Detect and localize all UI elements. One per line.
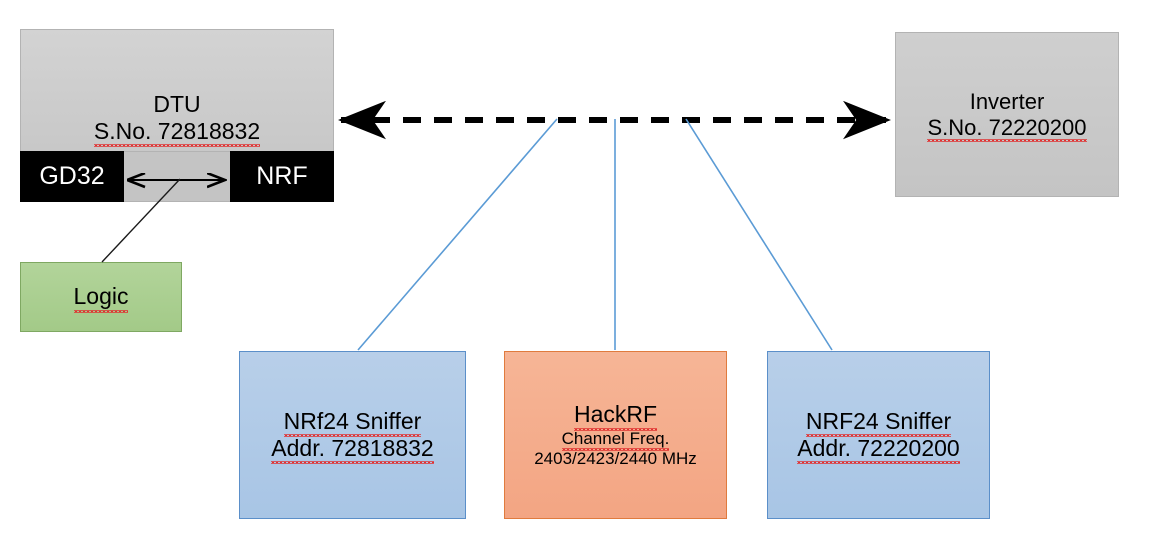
- gd32-chip-label: GD32: [39, 162, 105, 190]
- dtu-box[interactable]: DTU S.No. 72818832: [20, 29, 334, 152]
- sniffer-left-address-text: Addr. 72818832: [271, 435, 435, 465]
- sniffer-left-title: NRf24 Sniffer: [283, 407, 422, 438]
- inverter-box[interactable]: Inverter S.No. 72220200: [895, 32, 1119, 197]
- inverter-serial-text: S.No. 72220200: [927, 114, 1087, 143]
- sniffer-left-address: Addr. 72818832: [271, 435, 435, 465]
- nrf-chip[interactable]: NRF: [230, 151, 334, 202]
- sniffer-left-tap-line: [357, 118, 558, 351]
- logic-analyzer-box[interactable]: Logic: [20, 262, 182, 332]
- hackrf-box[interactable]: HackRF Channel Freq. 2403/2423/2440 MHz: [504, 351, 727, 519]
- sniffer-left-title-text: NRf24 Sniffer: [283, 407, 422, 438]
- inverter-title: Inverter: [969, 88, 1045, 114]
- dtu-serial: S.No. 72818832: [93, 117, 261, 148]
- nrf24-sniffer-right-box[interactable]: NRF24 Sniffer Addr. 72220200: [767, 351, 990, 519]
- dtu-title: DTU: [153, 90, 201, 117]
- sniffer-right-address-text: Addr. 72220200: [797, 435, 961, 465]
- sniffer-right-title-text: NRF24 Sniffer: [805, 407, 952, 438]
- nrf24-sniffer-left-box[interactable]: NRf24 Sniffer Addr. 72818832: [239, 351, 466, 519]
- inverter-serial: S.No. 72220200: [927, 114, 1087, 143]
- gd32-chip[interactable]: GD32: [20, 151, 124, 202]
- sniffer-right-tap-line: [685, 118, 833, 351]
- dtu-serial-text: S.No. 72818832: [93, 117, 261, 148]
- hackrf-subtitle: Channel Freq.: [561, 428, 670, 451]
- sniffer-right-address: Addr. 72220200: [797, 435, 961, 465]
- hackrf-frequencies: 2403/2423/2440 MHz: [534, 448, 697, 468]
- sniffer-right-title: NRF24 Sniffer: [805, 407, 952, 438]
- hackrf-title: HackRF: [573, 401, 658, 431]
- hackrf-subtitle-text: Channel Freq.: [561, 428, 670, 451]
- logic-label: Logic: [73, 283, 129, 313]
- hackrf-title-text: HackRF: [573, 401, 658, 431]
- nrf-chip-label: NRF: [256, 162, 308, 190]
